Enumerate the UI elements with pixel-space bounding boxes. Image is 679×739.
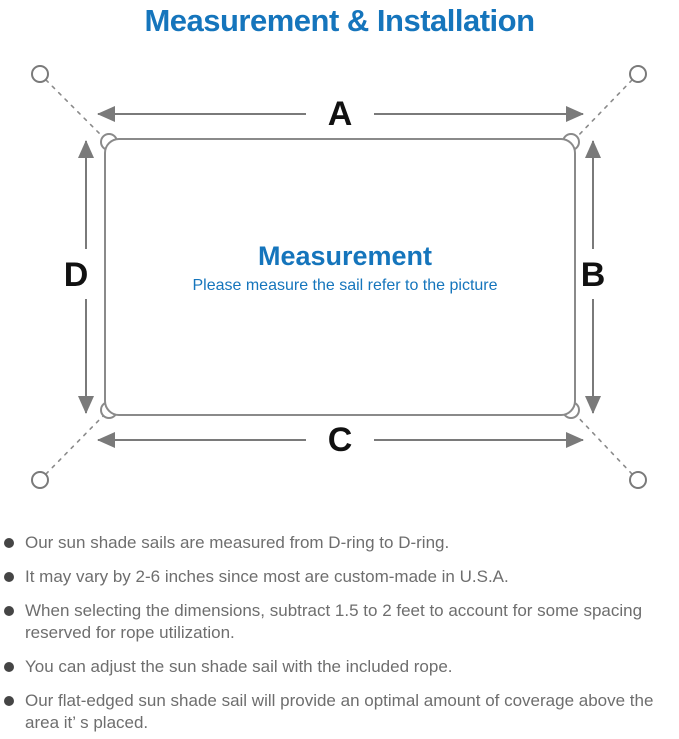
note-item: When selecting the dimensions, subtract … xyxy=(0,600,679,644)
guy-line-bottom-right xyxy=(573,412,633,475)
anchor-point-icon xyxy=(629,65,647,83)
bullet-icon xyxy=(4,538,14,548)
diagram-center-subheading: Please measure the sail refer to the pic… xyxy=(192,277,497,294)
note-text: When selecting the dimensions, subtract … xyxy=(25,601,643,642)
guy-line-bottom-left xyxy=(45,412,107,475)
measurement-diagram: A B C D Measurement Please measure the s… xyxy=(0,45,679,500)
dimension-label-c: C xyxy=(328,421,353,459)
note-item: Our flat-edged sun shade sail will provi… xyxy=(0,690,679,734)
guy-line-top-left xyxy=(45,79,107,141)
note-text: Our flat-edged sun shade sail will provi… xyxy=(25,691,654,732)
bullet-icon xyxy=(4,606,14,616)
anchor-point-icon xyxy=(31,471,49,489)
note-item: You can adjust the sun shade sail with t… xyxy=(0,656,679,678)
note-text: You can adjust the sun shade sail with t… xyxy=(25,657,453,676)
guy-line-top-right xyxy=(573,79,633,141)
dimension-label-d: D xyxy=(64,256,89,294)
page-title: Measurement & Installation xyxy=(144,3,535,38)
note-text: Our sun shade sails are measured from D-… xyxy=(25,533,450,552)
anchor-point-icon xyxy=(31,65,49,83)
note-item: Our sun shade sails are measured from D-… xyxy=(0,532,679,554)
diagram-center-heading: Measurement xyxy=(258,241,432,271)
bullet-icon xyxy=(4,662,14,672)
anchor-point-icon xyxy=(629,471,647,489)
dimension-label-b: B xyxy=(581,256,606,294)
notes-list: Our sun shade sails are measured from D-… xyxy=(0,532,679,734)
note-text: It may vary by 2-6 inches since most are… xyxy=(25,567,509,586)
bullet-icon xyxy=(4,696,14,706)
sail-outline xyxy=(104,138,576,416)
note-item: It may vary by 2-6 inches since most are… xyxy=(0,566,679,588)
dimension-label-a: A xyxy=(328,95,353,133)
bullet-icon xyxy=(4,572,14,582)
